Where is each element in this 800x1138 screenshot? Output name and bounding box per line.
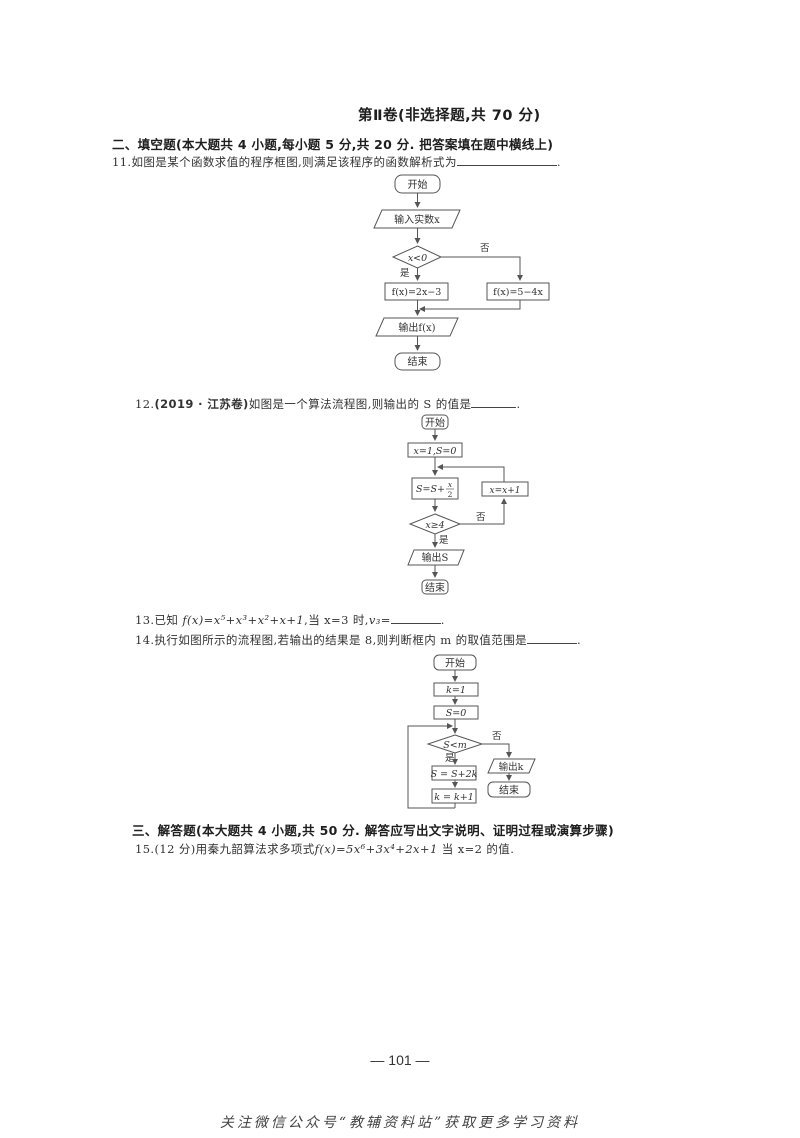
fc11-end — [394, 352, 441, 371]
q11-answer-blank[interactable] — [456, 154, 557, 166]
svg-text:S<m: S<m — [443, 740, 466, 751]
section-answer-heading: 三、解答题(本大题共 4 小题,共 50 分. 解答应写出文字说明、证明过程或演… — [132, 823, 614, 838]
svg-text:x=1,S=0: x=1,S=0 — [414, 446, 457, 457]
svg-text:结束: 结束 — [499, 784, 519, 797]
svg-text:S = S+2k: S = S+2k — [431, 769, 478, 780]
svg-text:开始: 开始 — [445, 657, 465, 670]
q11-number: 11. — [112, 155, 132, 169]
section-fill-blank-heading: 二、填空题(本大题共 4 小题,每小题 5 分,共 20 分. 把答案填在题中横… — [112, 137, 554, 152]
svg-text:k=1: k=1 — [446, 685, 466, 696]
question-13: 13.已知 f(x)=x⁵+x³+x²+x+1,当 x=3 时,v₃=. — [135, 612, 445, 627]
flowchart-q14: 开始 k=1 S=0 S<m 否 是 S = S+2k k = k+1 输出k … — [407, 654, 536, 809]
question-14: 14.执行如图所示的流程图,若输出的结果是 8,则判断框内 m 的取值范围是. — [135, 632, 582, 647]
fc12-output — [407, 549, 465, 566]
fc11-input — [373, 209, 461, 229]
part-title: 第Ⅱ卷(非选择题,共 70 分) — [358, 108, 541, 124]
page-number: — 101 — — [370, 1052, 430, 1068]
svg-text:结束: 结束 — [408, 355, 428, 368]
fc14-end — [487, 781, 531, 798]
flowchart-q12: 开始 x=1,S=0 S=S+ x 2 x=x+1 x≥4 否 是 输出S 结束 — [407, 414, 529, 595]
footer-note: 关注微信公众号“教辅资料站”获取更多学习资料 — [219, 1115, 581, 1131]
svg-text:2: 2 — [448, 490, 453, 499]
flowchart-q11: 开始 输入实数x x<0 否 是 f(x)=2x−3 f(x)=5−4x 输出f… — [373, 174, 550, 371]
svg-text:开始: 开始 — [425, 416, 445, 429]
svg-text:f(x)=5−4x: f(x)=5−4x — [493, 287, 543, 298]
fc11-branch-yes — [384, 282, 449, 301]
q11-text: 如图是某个函数求值的程序框图,则满足该程序的函数解析式为 — [131, 155, 457, 169]
q13-answer-blank[interactable] — [390, 612, 441, 624]
svg-text:输出k: 输出k — [499, 761, 524, 773]
svg-text:否: 否 — [476, 512, 486, 523]
svg-text:S=S+: S=S+ — [416, 484, 445, 495]
fc12-increment — [481, 481, 529, 497]
question-12: 12.(2019 · 江苏卷)如图是一个算法流程图,则输出的 S 的值是. — [135, 396, 521, 411]
fc14-output — [487, 758, 536, 774]
svg-text:是: 是 — [400, 268, 410, 279]
fc14-update-s — [431, 765, 477, 781]
svg-text:是: 是 — [439, 535, 449, 546]
svg-text:x=x+1: x=x+1 — [490, 486, 521, 496]
fc14-init-s — [433, 705, 479, 720]
svg-text:是: 是 — [445, 753, 455, 764]
question-15: 15.(12 分)用秦九韶算法求多项式f(x)=5x⁶+3x⁴+2x+1 当 x… — [135, 842, 515, 856]
svg-text:k = k+1: k = k+1 — [434, 792, 474, 803]
fc11-branch-no — [486, 282, 550, 301]
fc12-end — [421, 579, 449, 595]
svg-text:f(x)=2x−3: f(x)=2x−3 — [392, 287, 442, 298]
svg-text:否: 否 — [480, 243, 490, 254]
svg-text:S=0: S=0 — [446, 708, 467, 719]
svg-text:否: 否 — [492, 731, 502, 742]
svg-text:输出S: 输出S — [422, 551, 449, 564]
svg-text:x: x — [448, 480, 453, 489]
fc11-output — [375, 317, 459, 337]
q13-formula: f(x)=x⁵+x³+x²+x+1 — [182, 613, 305, 627]
svg-text:开始: 开始 — [408, 178, 428, 191]
svg-text:x≥4: x≥4 — [425, 520, 444, 531]
fc14-update-k — [431, 788, 477, 804]
q14-answer-blank[interactable] — [527, 632, 577, 644]
svg-text:结束: 结束 — [425, 581, 445, 594]
q12-answer-blank[interactable] — [471, 396, 517, 408]
svg-text:输入实数x: 输入实数x — [394, 213, 440, 226]
svg-text:输出f(x): 输出f(x) — [398, 321, 435, 334]
question-11: 11.如图是某个函数求值的程序框图,则满足该程序的函数解析式为. — [112, 154, 561, 169]
fc14-init-k — [433, 682, 479, 697]
q12-source: (2019 · 江苏卷) — [154, 397, 249, 411]
q15-formula: f(x)=5x⁶+3x⁴+2x+1 — [314, 842, 438, 856]
svg-text:x<0: x<0 — [408, 253, 427, 264]
